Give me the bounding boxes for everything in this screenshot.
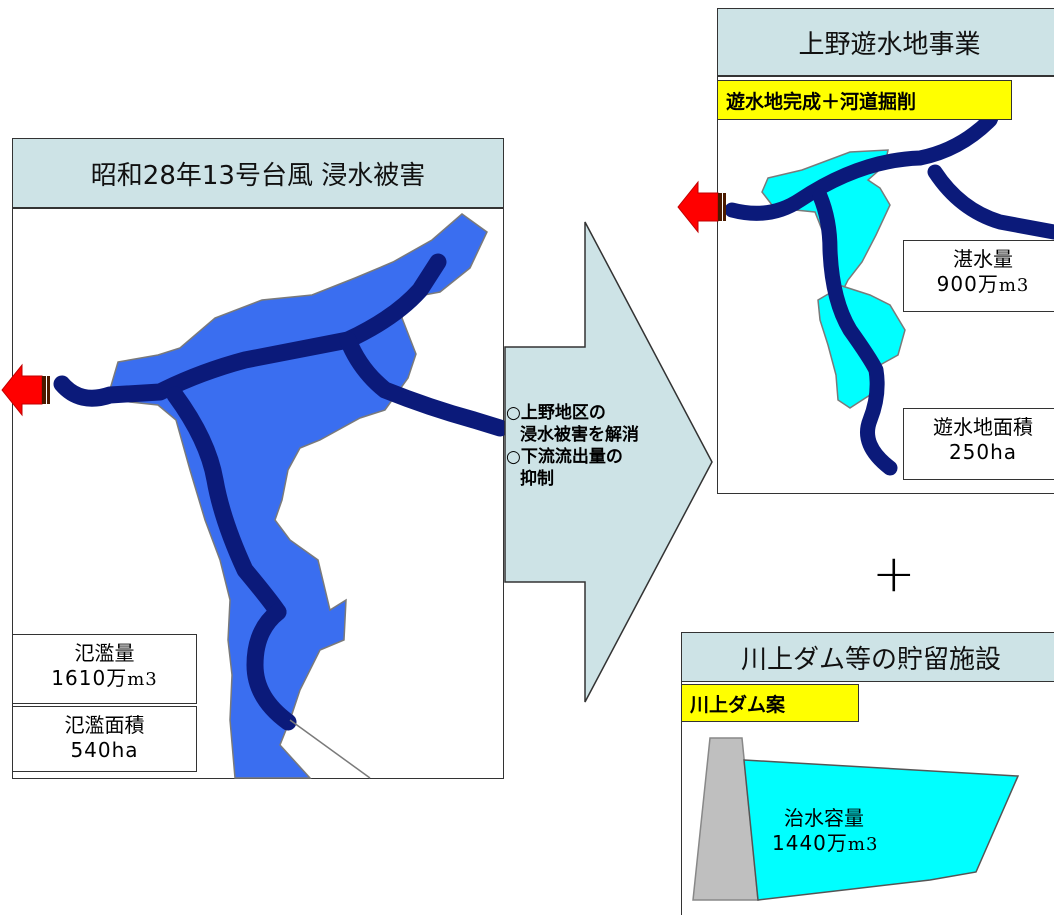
- arrow-callout-text: ○上野地区の 浸水被害を解消 ○下流流出量の 抑制: [506, 403, 639, 490]
- dam-plan-tag: 川上ダム案: [681, 684, 859, 722]
- dam-panel-title: 川上ダム等の貯留施設: [681, 632, 1054, 682]
- outflow-arrow-icon: [677, 180, 726, 234]
- flood-capacity-label: 治水容量 1440万m3: [772, 806, 879, 855]
- plus-sign: +: [872, 544, 916, 604]
- ueno-panel-title: 上野遊水地事業: [717, 8, 1054, 76]
- ueno-plan-tag: 遊水地完成＋河道掘削: [717, 80, 1012, 120]
- retention-area-box: 遊水地面積 250ha: [903, 408, 1054, 480]
- overflow-volume-box: 氾濫量 1610万m3: [12, 634, 197, 704]
- flood-map-title: 昭和28年13号台風 浸水被害: [12, 138, 504, 208]
- overflow-area-box: 氾濫面積 540ha: [12, 706, 197, 772]
- storage-volume-box: 湛水量 900万m3: [903, 240, 1054, 312]
- ueno-river-lines: [724, 88, 1054, 476]
- flood-area-shape: [107, 213, 488, 779]
- flood-control-capacity-shape: [743, 759, 1020, 901]
- river-lines: [53, 253, 509, 731]
- outflow-arrow-icon: [1, 363, 50, 417]
